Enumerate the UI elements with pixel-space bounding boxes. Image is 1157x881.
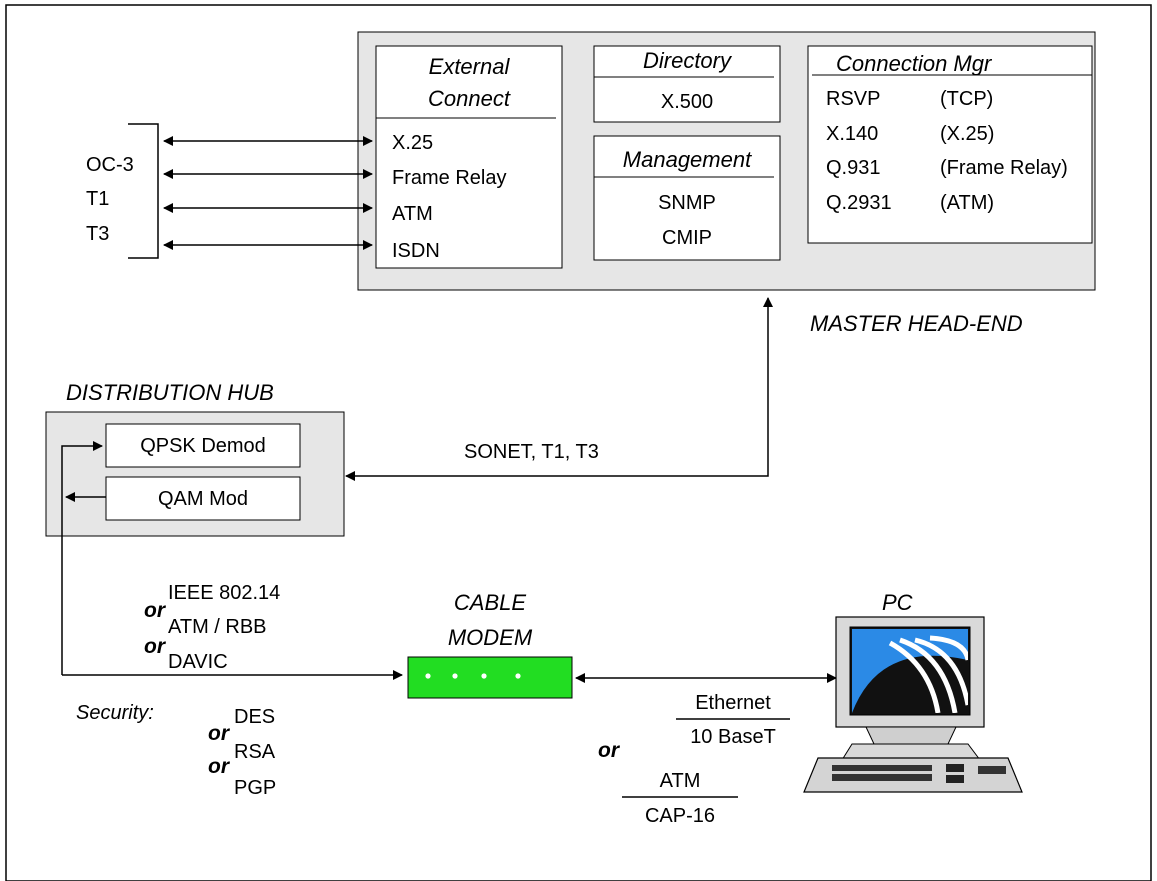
external-connect-item: X.25 [392, 132, 434, 154]
distribution-hub-title: DISTRIBUTION HUB [66, 380, 274, 405]
qpsk-demod-label: QPSK Demod [140, 435, 266, 457]
cm-protocol: RSVP [826, 88, 881, 110]
line-type-label: T1 [86, 188, 110, 210]
modem-led [481, 673, 487, 679]
protocol-option: ATM / RBB [168, 616, 267, 638]
line-type-bracket [128, 123, 159, 259]
external-connect-title-line1: External [428, 54, 510, 79]
lan-or: or [598, 739, 619, 762]
cable-modem-box [407, 656, 573, 699]
cm-protocol: Q.2931 [826, 192, 892, 214]
qam-mod-label: QAM Mod [157, 488, 249, 510]
sonet-label: SONET, T1, T3 [464, 441, 599, 463]
monitor-stand [865, 726, 957, 745]
security-option: RSA [234, 741, 276, 763]
security-or: or [208, 755, 229, 778]
external-connect-title-line2: Connect [428, 86, 510, 111]
line-type-label: OC-3 [86, 154, 134, 176]
lan-cap-label: CAP-16 [644, 805, 716, 827]
modem-led [425, 673, 431, 679]
upstream-feed-arrow [61, 441, 103, 675]
modem-led [452, 673, 458, 679]
master-head-end-label: MASTER HEAD-END [810, 311, 1023, 336]
sonet-link-arrow [345, 297, 773, 481]
directory-value: X.500 [660, 91, 714, 113]
security-or: or [208, 722, 229, 745]
management-item: SNMP [658, 192, 716, 214]
line-type-label: T3 [86, 223, 110, 245]
external-connect-item: Frame Relay [392, 167, 507, 189]
security-label: Security: [76, 702, 154, 724]
cm-transport: (ATM) [940, 192, 995, 214]
management-title: Management [622, 147, 752, 172]
cm-transport: (X.25) [940, 123, 995, 145]
outer-frame [5, 4, 1152, 881]
cm-protocol: Q.931 [826, 157, 881, 179]
lan-atm-label: ATM [659, 770, 701, 792]
lan-ethernet-label: Ethernet [695, 692, 771, 714]
cm-protocol: X.140 [826, 123, 879, 145]
protocol-option: IEEE 802.14 [168, 582, 281, 604]
pc-icon [803, 616, 1023, 793]
protocol-or: or [144, 635, 165, 658]
security-option: PGP [234, 777, 277, 799]
protocol-or: or [144, 599, 165, 622]
protocol-option: DAVIC [168, 651, 228, 673]
connection-mgr-box [807, 45, 1093, 244]
pc-label: PC [882, 590, 913, 615]
cm-transport: (TCP) [940, 88, 994, 110]
external-connect-box [375, 45, 563, 269]
lan-baset-label: 10 BaseT [690, 726, 776, 748]
external-connect-item: ISDN [392, 240, 440, 262]
security-option: DES [234, 706, 276, 728]
cable-modem-label-line2: MODEM [447, 625, 533, 650]
qpsk-demod-box [105, 423, 301, 468]
management-item: CMIP [662, 227, 712, 249]
directory-box [593, 45, 781, 123]
connection-mgr-title: Connection Mgr [836, 51, 992, 76]
management-box [593, 135, 781, 261]
modem-led [515, 673, 521, 679]
cable-modem-label-line1: CABLE [453, 590, 527, 615]
directory-title: Directory [642, 48, 731, 73]
qam-mod-box [105, 476, 301, 521]
cm-transport: (Frame Relay) [940, 157, 1068, 179]
external-connect-item: ATM [392, 203, 433, 225]
